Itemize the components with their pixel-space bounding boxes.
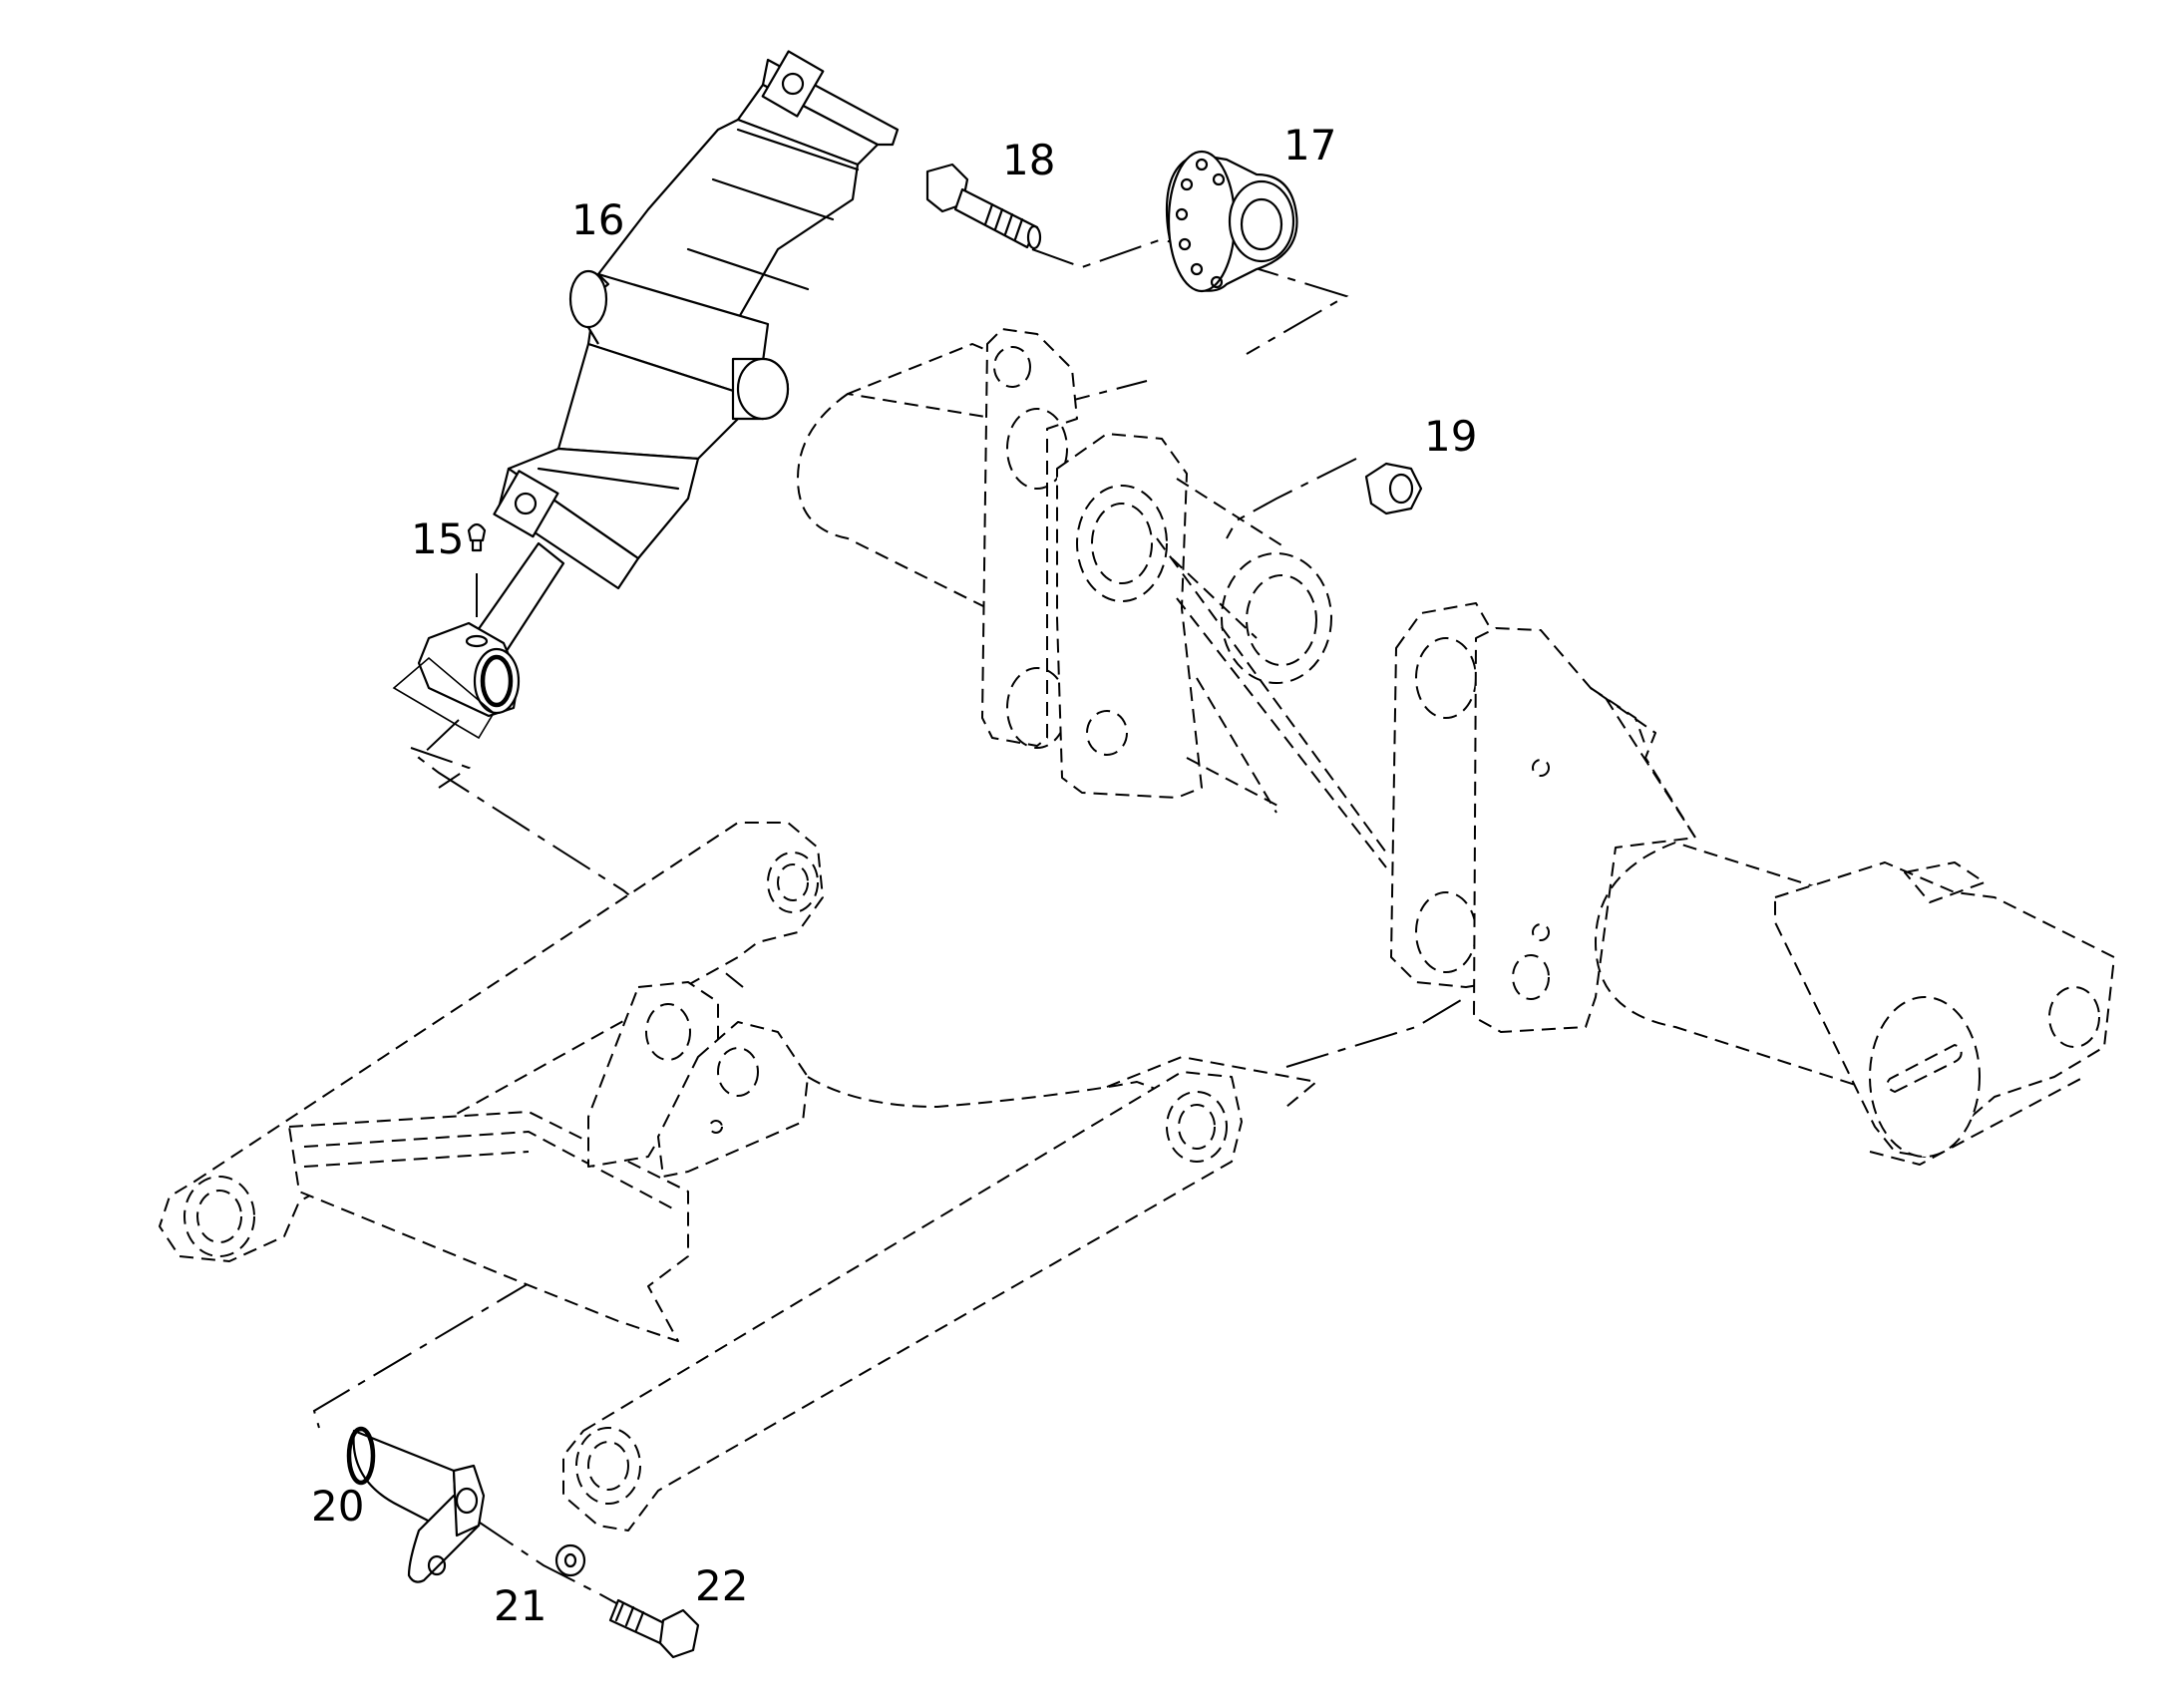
washer-part (554, 1543, 586, 1577)
hydraulic-cylinder-part (392, 50, 900, 789)
assembly-lines (312, 237, 1467, 1616)
callout-15: 15 (411, 514, 464, 563)
screw-part (925, 163, 1042, 250)
bolt-part (608, 1598, 700, 1659)
callout-21: 21 (494, 1581, 546, 1630)
grease-nipple-part (467, 522, 487, 552)
nut-part (1364, 462, 1423, 515)
pin-part (346, 1426, 486, 1583)
callout-20: 20 (311, 1482, 364, 1531)
flange-bolt-holes (1175, 158, 1226, 289)
callout-17: 17 (1283, 121, 1336, 170)
bushing-flange-part (1165, 150, 1298, 293)
callout-labels: 15 16 17 18 19 20 21 22 (311, 121, 1477, 1630)
callout-16: 16 (571, 195, 624, 244)
callout-22: 22 (695, 1561, 748, 1610)
frame-axle-housing (797, 328, 2115, 1166)
callout-19: 19 (1424, 412, 1477, 461)
callout-18: 18 (1002, 136, 1055, 184)
swing-arm (159, 822, 1317, 1532)
